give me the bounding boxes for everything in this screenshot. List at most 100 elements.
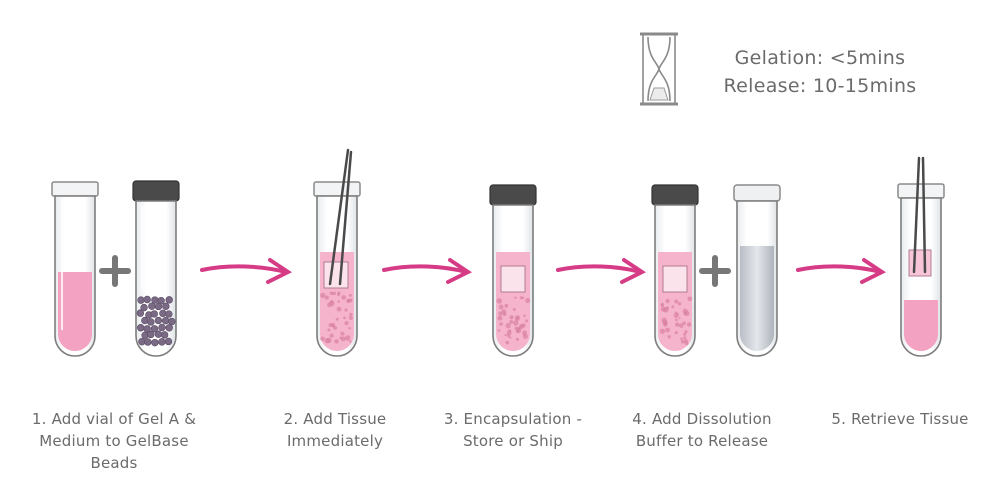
arrow-right-icon xyxy=(556,258,646,284)
gel-bubble xyxy=(660,303,665,307)
gel-bubble xyxy=(514,296,517,299)
plus-icon xyxy=(99,255,131,287)
gel-bubble xyxy=(326,337,332,344)
gel-bubble xyxy=(521,323,526,328)
gel-bubble xyxy=(320,336,325,342)
gel-bubble xyxy=(499,322,503,326)
bead xyxy=(151,338,159,347)
gel-bubble xyxy=(509,315,514,320)
bead xyxy=(143,325,151,333)
gel-bubble xyxy=(663,321,668,326)
bead xyxy=(165,324,173,332)
bead xyxy=(154,330,163,338)
gel-bubble xyxy=(508,329,512,333)
arrow-right-icon xyxy=(796,258,886,284)
gel-bubble xyxy=(674,299,679,304)
gel-bubble xyxy=(675,322,680,327)
tube-retrieve-tissue xyxy=(897,156,945,357)
gel-bubble xyxy=(340,336,346,342)
gel-bubble xyxy=(525,319,529,323)
gel-bubble xyxy=(523,314,526,318)
gel-bubble xyxy=(522,333,528,339)
plus-icon xyxy=(699,255,731,287)
gel-bubble xyxy=(324,295,329,300)
gel-bubble xyxy=(496,298,503,304)
gel-bubble xyxy=(334,339,339,344)
gel-bubble xyxy=(327,328,331,332)
gel-bubble xyxy=(333,326,338,330)
gel-bubble xyxy=(497,329,501,332)
gel-bubble xyxy=(507,334,511,338)
gel-bubble xyxy=(683,332,687,336)
gel-bubble xyxy=(497,315,503,321)
gel-bubble xyxy=(504,333,507,337)
gel-bubble xyxy=(329,333,334,338)
step-label-1: 1. Add vial of Gel A & Medium to GelBase… xyxy=(31,410,197,472)
gel-bubble xyxy=(328,323,333,328)
gel-bubble xyxy=(349,340,352,343)
tube-add-tissue xyxy=(313,148,361,357)
bead xyxy=(154,316,163,325)
bead xyxy=(137,296,145,304)
bead xyxy=(168,317,176,326)
step-label-4: 4. Add Dissolution Buffer to Release xyxy=(632,410,772,450)
gel-bubble xyxy=(522,296,525,299)
gel-bubble xyxy=(329,291,334,296)
gel-bubble xyxy=(678,317,681,320)
gel-bubble xyxy=(661,317,667,323)
bead xyxy=(158,323,166,332)
gel-bubble xyxy=(687,296,693,302)
arrow-right-icon xyxy=(382,258,472,284)
bead xyxy=(140,303,148,312)
gel-bubble xyxy=(519,296,523,300)
bead xyxy=(162,302,170,311)
release-time: Release: 10-15mins xyxy=(723,75,917,97)
gel-bubble xyxy=(505,323,511,329)
gel-bubble xyxy=(684,330,688,334)
gel-bubble xyxy=(332,291,336,296)
gel-bubble xyxy=(682,308,688,314)
gel-bubble xyxy=(498,311,503,316)
gel-bubble xyxy=(516,326,521,331)
bead xyxy=(147,318,155,326)
gel-bubble xyxy=(515,337,520,341)
gel-bubble xyxy=(665,327,670,333)
gel-bubble xyxy=(509,319,514,325)
bead xyxy=(151,296,159,304)
bead xyxy=(164,337,173,346)
tube-gel-a-medium xyxy=(51,181,99,357)
hourglass-icon xyxy=(640,32,678,106)
gel-bubble xyxy=(505,340,510,345)
gel-bubble xyxy=(336,306,342,312)
gel-bubble xyxy=(335,317,339,321)
gel-bubble xyxy=(683,336,687,340)
gel-bubble xyxy=(509,336,512,339)
gel-bubble xyxy=(679,323,684,328)
gel-bubble xyxy=(348,315,354,320)
gel-bubble xyxy=(682,321,686,326)
tweezers-icon xyxy=(912,156,927,274)
bead xyxy=(150,310,158,318)
tube-dissolution-buffer xyxy=(733,184,781,357)
bead xyxy=(160,331,169,339)
step-label-3: 3. Encapsulation - Store or Ship xyxy=(443,410,583,450)
gel-bubble xyxy=(513,320,519,326)
gel-bubble xyxy=(683,339,688,344)
gel-bubble xyxy=(330,300,334,303)
tube-gelbase-beads xyxy=(132,180,180,357)
gel-bubble xyxy=(665,298,670,304)
gel-bubble xyxy=(659,328,665,334)
gel-bubble xyxy=(504,303,509,308)
bead xyxy=(137,324,145,332)
bead xyxy=(161,316,170,325)
step-label-5: 5. Retrieve Tissue xyxy=(831,410,969,428)
gel-bubble xyxy=(320,292,326,299)
tweezers-icon xyxy=(328,148,353,286)
gel-bubble xyxy=(512,307,516,312)
bead xyxy=(147,330,155,339)
gel-bubble xyxy=(344,335,351,341)
gel-bubble xyxy=(660,306,666,312)
gelation-time: Gelation: <5mins xyxy=(734,47,906,69)
bead xyxy=(144,338,152,346)
